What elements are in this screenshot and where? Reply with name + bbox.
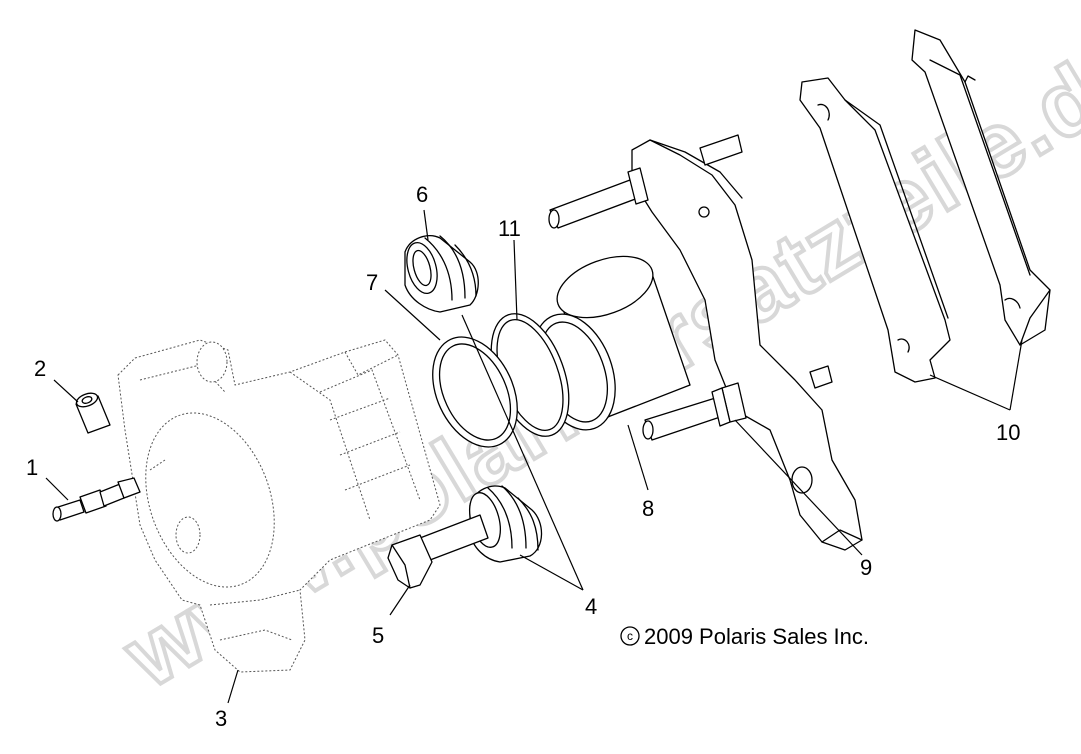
leader-2 (53, 379, 79, 403)
brake-pad-rear (911, 29, 1051, 346)
leader-8 (627, 424, 649, 491)
callout-1: 1 (26, 455, 38, 480)
piston (532, 255, 691, 431)
leader-11 (513, 239, 518, 321)
bushing (75, 392, 111, 434)
callout-5: 5 (372, 623, 384, 648)
callout-4: 4 (585, 594, 597, 619)
leader-6 (423, 209, 429, 241)
copyright-notice: c 2009 Polaris Sales Inc. (620, 624, 869, 649)
leader-4a (519, 554, 584, 591)
boot-upper (404, 235, 479, 313)
leader-lines (45, 209, 1023, 704)
copyright-text: 2009 Polaris Sales Inc. (644, 624, 869, 649)
callout-8: 8 (642, 496, 654, 521)
callout-3: 3 (215, 706, 227, 731)
callout-6: 6 (416, 182, 428, 207)
callout-7: 7 (366, 270, 378, 295)
mounting-bracket (631, 139, 863, 551)
copyright-circle (620, 626, 640, 646)
slide-pin-lower (642, 365, 833, 441)
copyright-symbol: c (627, 629, 633, 643)
callout-11: 11 (498, 216, 521, 241)
leader-9 (734, 419, 863, 556)
leader-3 (227, 669, 239, 704)
callout-2: 2 (34, 356, 46, 381)
leader-10a (929, 374, 1011, 411)
leader-5 (389, 584, 411, 616)
slide-pin-upper (548, 134, 743, 229)
boot-lower (469, 485, 543, 563)
bleeder-screw (52, 477, 141, 522)
dust-seal (432, 336, 518, 448)
leader-4b (461, 314, 584, 591)
callout-10: 10 (996, 420, 1020, 445)
guide-pin (387, 514, 489, 589)
leader-10b (1009, 339, 1023, 411)
brake-pad-front (799, 77, 951, 383)
callouts: 1 2 3 4 5 6 7 8 9 10 11 (26, 182, 1020, 731)
leader-1 (45, 477, 69, 501)
leader-7 (384, 289, 441, 341)
callout-9: 9 (860, 555, 872, 580)
caliper-body (117, 339, 441, 673)
